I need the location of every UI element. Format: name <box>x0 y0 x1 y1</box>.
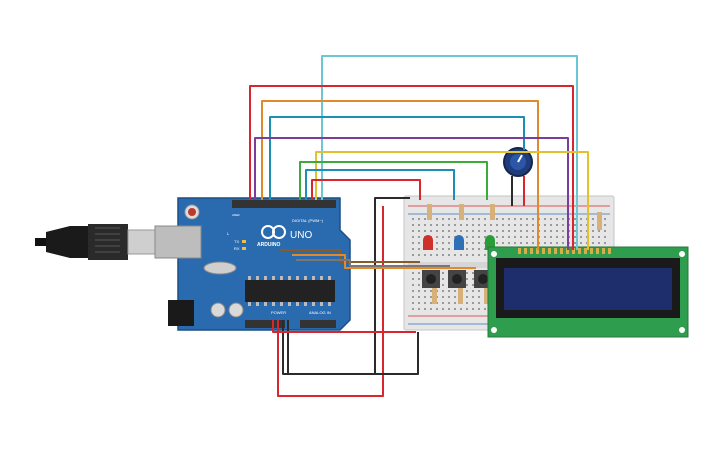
power-header <box>245 320 285 328</box>
rx-led <box>242 247 246 250</box>
rx-led-label: RX <box>234 246 240 251</box>
pushbutton[interactable] <box>422 270 440 288</box>
led-blue[interactable] <box>454 235 464 250</box>
lcd-pin <box>542 248 545 254</box>
capacitor <box>210 302 226 318</box>
usb-port <box>154 225 202 259</box>
power-jack <box>168 300 194 326</box>
lcd-pin <box>530 248 533 254</box>
digital-header <box>232 200 336 208</box>
lcd-pin <box>518 248 521 254</box>
wire-red <box>249 85 574 250</box>
resistor <box>427 204 432 220</box>
wire-gray <box>296 259 450 267</box>
lcd-pin <box>524 248 527 254</box>
resistor <box>458 288 463 304</box>
lcd-pin <box>536 248 539 254</box>
arduino-logo <box>261 225 286 239</box>
lcd-pin <box>554 248 557 254</box>
wire-orange-2 <box>292 254 476 269</box>
analog-label: ANALOG IN <box>309 310 331 315</box>
led-green[interactable] <box>485 235 495 250</box>
chip-pins <box>248 276 331 306</box>
l-led-label: L <box>227 231 230 236</box>
tx-led <box>242 240 246 243</box>
potentiometer[interactable] <box>503 147 533 177</box>
wire-teal-2 <box>305 169 455 200</box>
resistor <box>459 204 464 220</box>
wire-teal <box>269 116 525 200</box>
model-label: UNO <box>290 230 312 241</box>
capacitor <box>228 302 244 318</box>
power-label: POWER <box>271 310 286 315</box>
lcd-pin <box>578 248 581 254</box>
lcd-screen <box>504 268 672 310</box>
resistors <box>427 204 602 304</box>
lcd-16x2[interactable] <box>487 246 689 338</box>
lcd-pin <box>584 248 587 254</box>
aref-label: AREF <box>232 213 240 217</box>
lcd-pin <box>566 248 569 254</box>
wire-purple <box>254 137 569 250</box>
resistor <box>432 288 437 304</box>
lcd-pin <box>602 248 605 254</box>
lcd-pin <box>548 248 551 254</box>
resistor <box>484 288 489 304</box>
arduino-uno-board[interactable]: ARDUINO UNO DIGITAL (PWM~) POWER ANALOG … <box>154 197 351 331</box>
wire-orange <box>261 100 539 250</box>
resistor <box>597 212 602 230</box>
led-red[interactable] <box>423 235 433 250</box>
wire-red-4 <box>272 320 416 333</box>
atmega-chip <box>245 280 335 302</box>
wire-black-2 <box>287 320 419 375</box>
wire-yellow <box>315 151 589 250</box>
lcd-pin <box>608 248 611 254</box>
brand-label: ARDUINO <box>257 242 280 248</box>
lcd-pin <box>590 248 593 254</box>
lcd-pins <box>518 248 611 254</box>
resistor <box>490 204 495 220</box>
usb-cable[interactable] <box>35 224 159 260</box>
lcd-pin <box>572 248 575 254</box>
analog-header <box>300 320 336 328</box>
lcd-pin <box>596 248 599 254</box>
pushbutton[interactable] <box>448 270 466 288</box>
wire-green <box>299 161 488 200</box>
wires <box>249 55 589 397</box>
crystal <box>203 261 237 275</box>
wire-red-3 <box>277 206 384 397</box>
digital-label: DIGITAL (PWM~) <box>292 218 324 223</box>
wire-red-2 <box>311 179 421 200</box>
lcd-pin <box>560 248 563 254</box>
tx-led-label: TX <box>234 239 239 244</box>
